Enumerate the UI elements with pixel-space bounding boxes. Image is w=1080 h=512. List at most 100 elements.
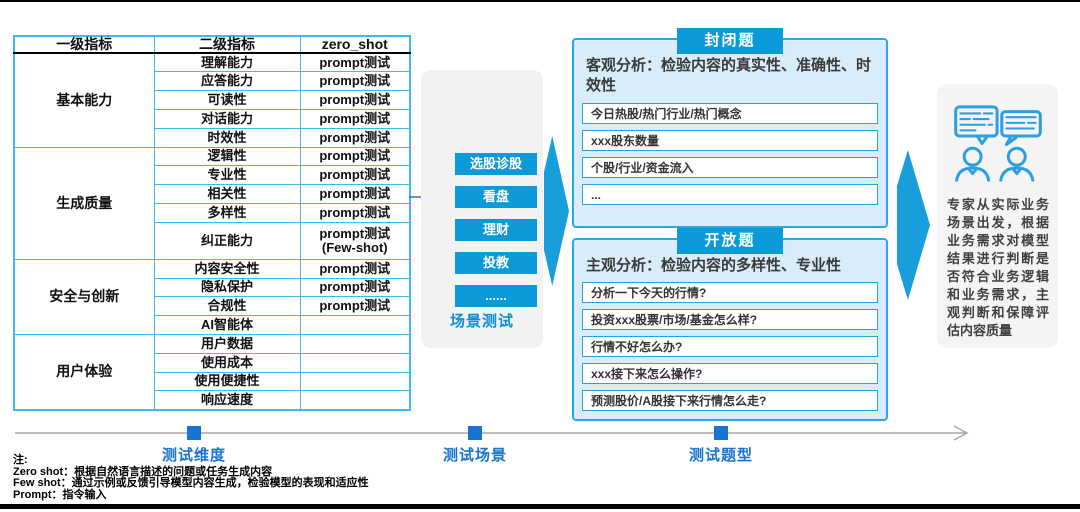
timeline-label-test-question-type: 测试题型 — [688, 447, 753, 464]
closed-questions-panel: 封闭题 客观分析：检验内容的真实性、准确性、时效性 今日热股/热门行业/热门概念… — [572, 28, 888, 228]
open-question-item: 投资xxx股票/市场/基金怎么样? — [582, 309, 878, 331]
table-row: 基本能力 理解能力 prompt测试 — [13, 52, 411, 148]
timeline-marker-dimension — [187, 426, 201, 440]
column-header-level1: 一级指标 — [13, 35, 155, 55]
test-cell: prompt测试 — [299, 71, 411, 92]
metric-cell: 内容安全性 — [153, 258, 301, 279]
closed-questions-list: 今日热股/热门行业/热门概念 xxx股东数量 个股/行业/资金流入 ... — [582, 102, 878, 205]
open-questions-title: 主观分析：检验内容的多样性、专业性 — [586, 257, 842, 274]
table-row: 多样性 prompt测试 — [14, 202, 411, 223]
test-cell: prompt测试 — [299, 277, 411, 298]
test-cell-few-shot: prompt测试 (Few-shot) — [299, 221, 411, 260]
open-questions-list: 分析一下今天的行情? 投资xxx股票/市场/基金怎么样? 行情不好怎么办? xx… — [582, 282, 878, 412]
table-header-row: 一级指标 二级指标 zero_shot — [13, 35, 411, 55]
scenario-button-more[interactable]: ...... — [455, 285, 537, 307]
open-questions-panel: 开放题 主观分析：检验内容的多样性、专业性 分析一下今天的行情? 投资xxx股票… — [572, 228, 888, 421]
footnote-zero-shot: Zero shot：根据自然语言描述的问题或任务生成内容 — [13, 465, 273, 478]
test-cell: prompt测试 — [299, 90, 411, 110]
table-row: 生成质量 逻辑性 prompt测试 — [13, 146, 411, 260]
footnote-few-shot: Few shot：通过示例或反馈引导模型内容生成，检验模型的表现和适应性 — [13, 477, 369, 489]
test-cell — [299, 352, 411, 373]
table-row: 合规性 prompt测试 — [14, 296, 411, 317]
metric-cell: 应答能力 — [153, 71, 301, 92]
column-header-zero-shot: zero_shot — [299, 35, 411, 55]
metric-cell: 专业性 — [153, 165, 301, 186]
open-question-item: xxx接下来怎么操作? — [582, 363, 878, 385]
metric-cell: AI智能体 — [153, 315, 301, 335]
group-basic-ability: 基本能力 — [13, 52, 155, 148]
timeline-label-test-scenario: 测试场景 — [442, 447, 507, 464]
table-row: 用户体验 用户数据 — [13, 333, 411, 411]
metric-cell: 理解能力 — [153, 52, 301, 73]
column-header-level2: 二级指标 — [153, 35, 301, 55]
open-question-item: 预测股价/A股接下来行情怎么走? — [582, 390, 878, 412]
test-process-timeline — [15, 425, 969, 441]
table-row: 响应速度 — [14, 390, 411, 411]
metric-cell: 相关性 — [153, 184, 301, 204]
scenario-test-panel: 选股诊股 看盘 理财 投教 ...... 场景测试 — [421, 70, 543, 348]
expert-judgement-text: 专家从实际业务场景出发，根据业务需求对模型结果进行判断是否符合业务逻辑和业务需求… — [947, 197, 1049, 338]
scenario-button-market-watch[interactable]: 看盘 — [455, 186, 537, 208]
experts-discussion-icon — [953, 105, 1042, 182]
flow-arrow-right-2 — [897, 150, 930, 300]
bottom-divider — [0, 504, 1080, 509]
test-cell: prompt测试 — [299, 127, 411, 148]
metric-cell: 逻辑性 — [153, 146, 301, 167]
test-cell: prompt测试 — [299, 296, 411, 317]
metric-cell: 用户数据 — [153, 333, 301, 354]
timeline-label-test-dimension: 测试维度 — [161, 447, 226, 464]
metric-cell: 隐私保护 — [153, 277, 301, 298]
metric-cell: 多样性 — [153, 202, 301, 223]
evaluation-metrics-table: 一级指标 二级指标 zero_shot 基本能力 理解能力 prompt测试 应… — [13, 35, 411, 411]
timeline-marker-scenario — [468, 426, 482, 440]
footnote-prompt: Prompt：指令输入 — [13, 488, 107, 501]
table-row: 相关性 prompt测试 — [14, 184, 411, 204]
scenario-button-stock-picking[interactable]: 选股诊股 — [455, 153, 537, 175]
test-cell: prompt测试 — [299, 109, 411, 129]
group-safety-innovation: 安全与创新 — [13, 258, 155, 335]
metric-cell: 合规性 — [153, 296, 301, 317]
open-question-item: 分析一下今天的行情? — [582, 282, 878, 304]
scenario-test-label: 场景测试 — [449, 313, 514, 330]
test-cell — [299, 371, 411, 392]
metric-cell: 使用成本 — [153, 352, 301, 373]
test-cell: prompt测试 — [299, 146, 411, 167]
closed-questions-title: 客观分析：检验内容的真实性、准确性、时效性 — [586, 57, 872, 95]
table-row: 使用成本 — [14, 352, 411, 373]
metric-cell: 纠正能力 — [153, 221, 301, 260]
scenario-button-wealth[interactable]: 理财 — [455, 219, 537, 241]
expert-judgement-panel: 专家从实际业务场景出发，根据业务需求对模型结果进行判断是否符合业务逻辑和业务需求… — [937, 84, 1058, 348]
closed-question-item: 今日热股/热门行业/热门概念 — [582, 102, 878, 124]
metric-cell: 时效性 — [153, 127, 301, 148]
metric-cell: 可读性 — [153, 90, 301, 110]
test-cell: prompt测试 — [299, 165, 411, 186]
test-cell — [299, 390, 411, 411]
table-row: 时效性 prompt测试 — [14, 127, 411, 148]
group-user-experience: 用户体验 — [13, 333, 155, 411]
metric-cell: 使用便捷性 — [153, 371, 301, 392]
table-row: 隐私保护 prompt测试 — [14, 277, 411, 298]
open-question-item: 行情不好怎么办? — [582, 336, 878, 358]
test-cell: prompt测试 — [299, 258, 411, 279]
table-row: 专业性 prompt测试 — [14, 165, 411, 186]
footnote-label: 注: — [13, 454, 28, 466]
metric-cell: 响应速度 — [153, 390, 301, 411]
closed-question-item: ... — [582, 183, 878, 205]
open-questions-tab: 开放题 — [677, 228, 783, 254]
test-cell — [299, 315, 411, 335]
closed-question-item: 个股/行业/资金流入 — [582, 156, 878, 178]
test-cell: prompt测试 — [299, 52, 411, 73]
group-generation-quality: 生成质量 — [13, 146, 155, 260]
test-cell: prompt测试 — [299, 184, 411, 204]
top-divider — [0, 0, 1080, 2]
closed-questions-tab: 封闭题 — [677, 28, 783, 54]
test-cell — [299, 333, 411, 354]
table-row: 对话能力 prompt测试 — [14, 109, 411, 129]
table-row: 纠正能力 prompt测试 (Few-shot) — [14, 221, 411, 260]
footnotes: 注: Zero shot：根据自然语言描述的问题或任务生成内容 Few shot… — [13, 454, 369, 501]
flow-arrow-right-1 — [544, 136, 569, 286]
scenario-button-education[interactable]: 投教 — [455, 252, 537, 274]
metric-cell: 对话能力 — [153, 109, 301, 129]
timeline-marker-question-type — [714, 426, 728, 440]
test-cell: prompt测试 — [299, 202, 411, 223]
